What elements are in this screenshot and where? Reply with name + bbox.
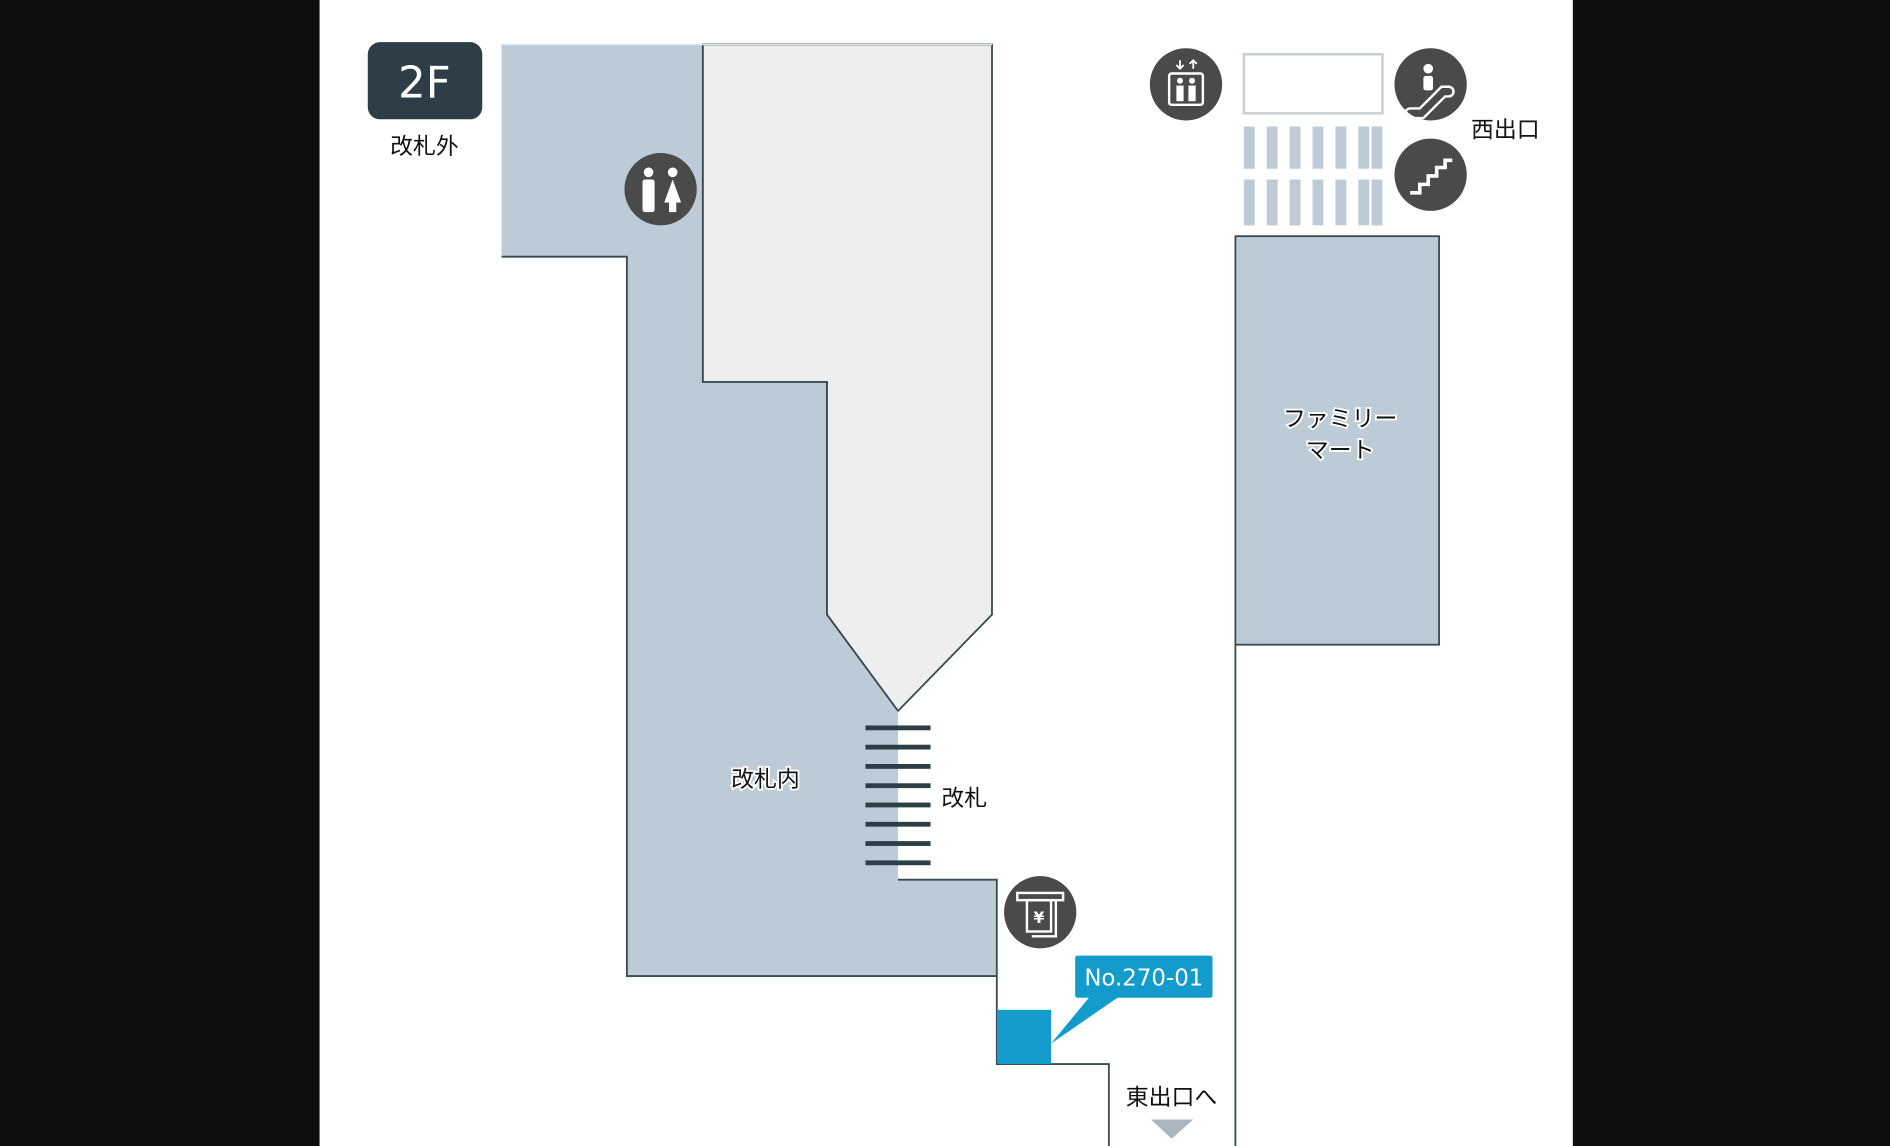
shop-name-line2: マート (1306, 438, 1375, 464)
east-exit-label: 東出口へ (1126, 1085, 1218, 1111)
callout-tail (1051, 995, 1121, 1044)
inside-gate-area (501, 44, 997, 977)
escalator-icon[interactable] (1394, 48, 1467, 121)
svg-text:¥: ¥ (1034, 908, 1045, 927)
floor-badge (367, 42, 483, 120)
ticket-gate-label: 改札 (941, 786, 987, 812)
atm-icon[interactable]: ¥ (1004, 876, 1077, 949)
wall-line (898, 878, 1110, 1146)
highlighted-location[interactable] (998, 1009, 1052, 1065)
stairs-icon[interactable] (1394, 138, 1467, 211)
wall-line (701, 44, 899, 712)
wall-line (501, 255, 997, 977)
inside-gate-label: 改札内 (731, 767, 800, 793)
shop-name-line1: ファミリー (1283, 407, 1397, 433)
callout-box[interactable] (1075, 955, 1213, 998)
floor-badge-text: 2F (398, 59, 451, 109)
callout-label: No.270-01 (1084, 966, 1203, 992)
elevator-hall (1242, 53, 1384, 115)
shop-familymart[interactable] (1234, 235, 1440, 646)
ticket-gate-bars (865, 725, 931, 866)
outside-gate-label: 改札外 (390, 134, 459, 160)
restroom-icon[interactable] (624, 153, 697, 226)
stairs-stripes (1243, 126, 1383, 226)
down-arrow-icon (1151, 1119, 1194, 1139)
west-exit-label: 西出口 (1471, 117, 1540, 143)
elevator-icon[interactable] (1149, 48, 1223, 121)
